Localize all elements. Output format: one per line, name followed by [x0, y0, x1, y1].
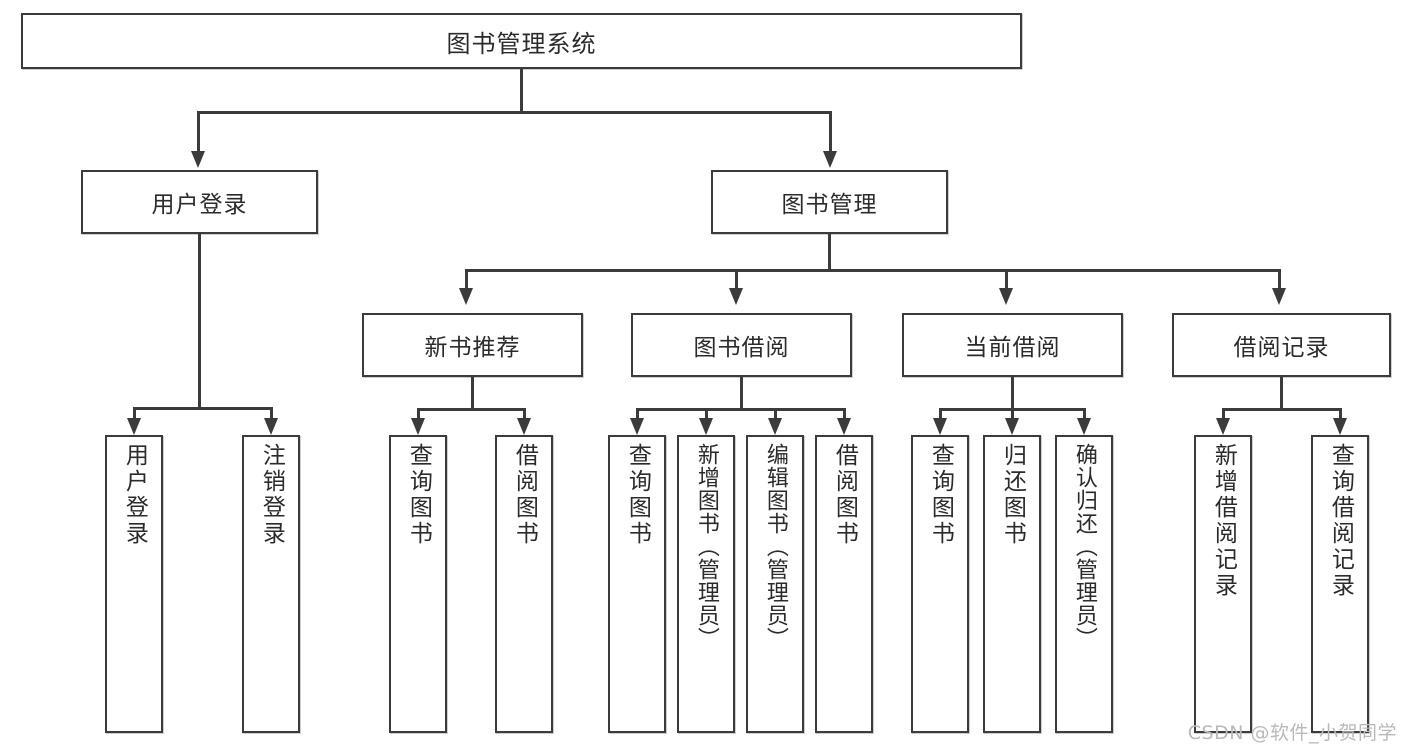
node-root-system[interactable]: 图书管理系统: [21, 13, 1022, 69]
node-label: 查询借阅记录: [1327, 443, 1354, 599]
node-label: 归还图书: [999, 443, 1026, 547]
leaf-book-borrow-borrow[interactable]: 借阅图书: [815, 435, 873, 733]
edge-current-borrow-to-leaf-2: [1011, 408, 1014, 421]
node-label: 借阅记录: [1233, 335, 1330, 361]
arrowhead-book-borrow-leaf-4: [837, 418, 851, 435]
node-borrow-record[interactable]: 借阅记录: [1172, 313, 1391, 377]
edge-new-book-to-leaf-2: [523, 408, 526, 421]
node-current-borrow[interactable]: 当前借阅: [902, 313, 1123, 377]
edge-book-borrow-bar: [636, 408, 845, 411]
arrowhead-user-login: [191, 151, 205, 168]
node-label: 确认归还（管理员）: [1071, 443, 1097, 650]
edge-new-book-to-leaf-1: [417, 408, 420, 421]
arrowhead-borrow-record: [1272, 288, 1286, 305]
edge-new-book-bar: [417, 408, 525, 411]
node-label: 借阅图书: [831, 443, 858, 547]
arrowhead-book-borrow-leaf-3: [768, 418, 782, 435]
edge-user-login-bar: [133, 407, 272, 410]
edge-user-login-to-leaf-2: [270, 407, 273, 421]
node-user-login[interactable]: 用户登录: [81, 170, 318, 234]
edge-book-manage-to-new-book: [465, 269, 468, 291]
edge-borrow-record-bar: [1222, 408, 1341, 411]
node-label: 图书管理: [781, 192, 878, 218]
node-label: 当前借阅: [964, 335, 1061, 361]
edge-book-manage-to-book-borrow: [735, 269, 738, 291]
edge-root-to-book-manage: [829, 111, 832, 154]
arrowhead-current-borrow: [999, 288, 1013, 305]
node-label: 新增借阅记录: [1210, 443, 1237, 599]
leaf-current-borrow-confirm-admin[interactable]: 确认归还（管理员）: [1055, 435, 1113, 733]
arrowhead-borrow-record-leaf-1: [1216, 418, 1230, 435]
edge-borrow-record-to-leaf-2: [1339, 408, 1342, 421]
leaf-borrow-record-add[interactable]: 新增借阅记录: [1194, 435, 1252, 733]
edge-book-borrow-to-leaf-2: [705, 408, 708, 421]
leaf-book-borrow-add-admin[interactable]: 新增图书（管理员）: [677, 435, 735, 733]
arrowhead-user-login-leaf-1: [127, 418, 141, 435]
edge-borrow-record-stem: [1280, 377, 1283, 410]
arrowhead-new-book-leaf-1: [411, 418, 425, 435]
leaf-book-borrow-query[interactable]: 查询图书: [608, 435, 666, 733]
edge-user-login-to-leaf-1: [133, 407, 136, 421]
leaf-user-login-login[interactable]: 用户登录: [105, 435, 163, 733]
edge-new-book-stem: [471, 377, 474, 410]
leaf-book-borrow-edit-admin[interactable]: 编辑图书（管理员）: [746, 435, 804, 733]
node-label: 查询图书: [624, 443, 651, 547]
edge-book-borrow-to-leaf-1: [636, 408, 639, 421]
node-label: 注销登录: [258, 443, 285, 547]
node-new-book-recommend[interactable]: 新书推荐: [362, 313, 583, 377]
arrowhead-new-book-leaf-2: [517, 418, 531, 435]
edge-book-manage-stem: [828, 234, 831, 271]
edge-borrow-record-to-leaf-1: [1222, 408, 1225, 421]
arrowhead-current-borrow-leaf-1: [933, 418, 947, 435]
arrowhead-book-borrow-leaf-1: [630, 418, 644, 435]
node-label: 用户登录: [121, 443, 148, 547]
leaf-current-borrow-query[interactable]: 查询图书: [911, 435, 969, 733]
arrowhead-borrow-record-leaf-2: [1333, 418, 1347, 435]
edge-root-stem: [520, 69, 523, 112]
arrowhead-current-borrow-leaf-3: [1077, 418, 1091, 435]
edge-current-borrow-to-leaf-3: [1083, 408, 1086, 421]
edge-current-borrow-to-leaf-1: [939, 408, 942, 421]
arrowhead-current-borrow-leaf-2: [1005, 418, 1019, 435]
arrowhead-user-login-leaf-2: [264, 418, 278, 435]
edge-book-manage-bar: [465, 269, 1281, 272]
leaf-new-book-borrow[interactable]: 借阅图书: [495, 435, 553, 733]
node-label: 查询图书: [405, 443, 432, 547]
edge-book-borrow-to-leaf-3: [774, 408, 777, 421]
edge-book-borrow-stem: [740, 377, 743, 410]
node-label: 用户登录: [151, 192, 248, 218]
node-label: 图书借阅: [693, 335, 790, 361]
node-label: 图书管理系统: [446, 29, 597, 58]
arrowhead-book-borrow-leaf-2: [699, 418, 713, 435]
arrowhead-new-book: [459, 288, 473, 305]
leaf-new-book-query[interactable]: 查询图书: [389, 435, 447, 733]
node-book-manage[interactable]: 图书管理: [711, 170, 948, 234]
node-label: 新书推荐: [424, 335, 521, 361]
edge-book-manage-to-current-borrow: [1005, 269, 1008, 291]
node-label: 查询图书: [927, 443, 954, 547]
arrowhead-book-borrow: [729, 288, 743, 305]
edge-book-manage-to-borrow-record: [1278, 269, 1281, 291]
edge-root-to-user-login: [197, 111, 200, 154]
leaf-user-login-logout[interactable]: 注销登录: [242, 435, 300, 733]
watermark-text: CSDN @软件_小贺同学: [1187, 722, 1397, 744]
arrowhead-book-manage: [823, 151, 837, 168]
edge-root-bar: [197, 111, 831, 114]
node-book-borrow[interactable]: 图书借阅: [631, 313, 852, 377]
edge-book-borrow-to-leaf-4: [843, 408, 846, 421]
leaf-borrow-record-query[interactable]: 查询借阅记录: [1311, 435, 1369, 733]
node-label: 新增图书（管理员）: [693, 443, 719, 650]
edge-current-borrow-stem: [1011, 377, 1014, 410]
edge-user-login-stem: [198, 234, 201, 409]
node-label: 借阅图书: [511, 443, 538, 547]
leaf-current-borrow-return[interactable]: 归还图书: [983, 435, 1041, 733]
node-label: 编辑图书（管理员）: [762, 443, 788, 650]
